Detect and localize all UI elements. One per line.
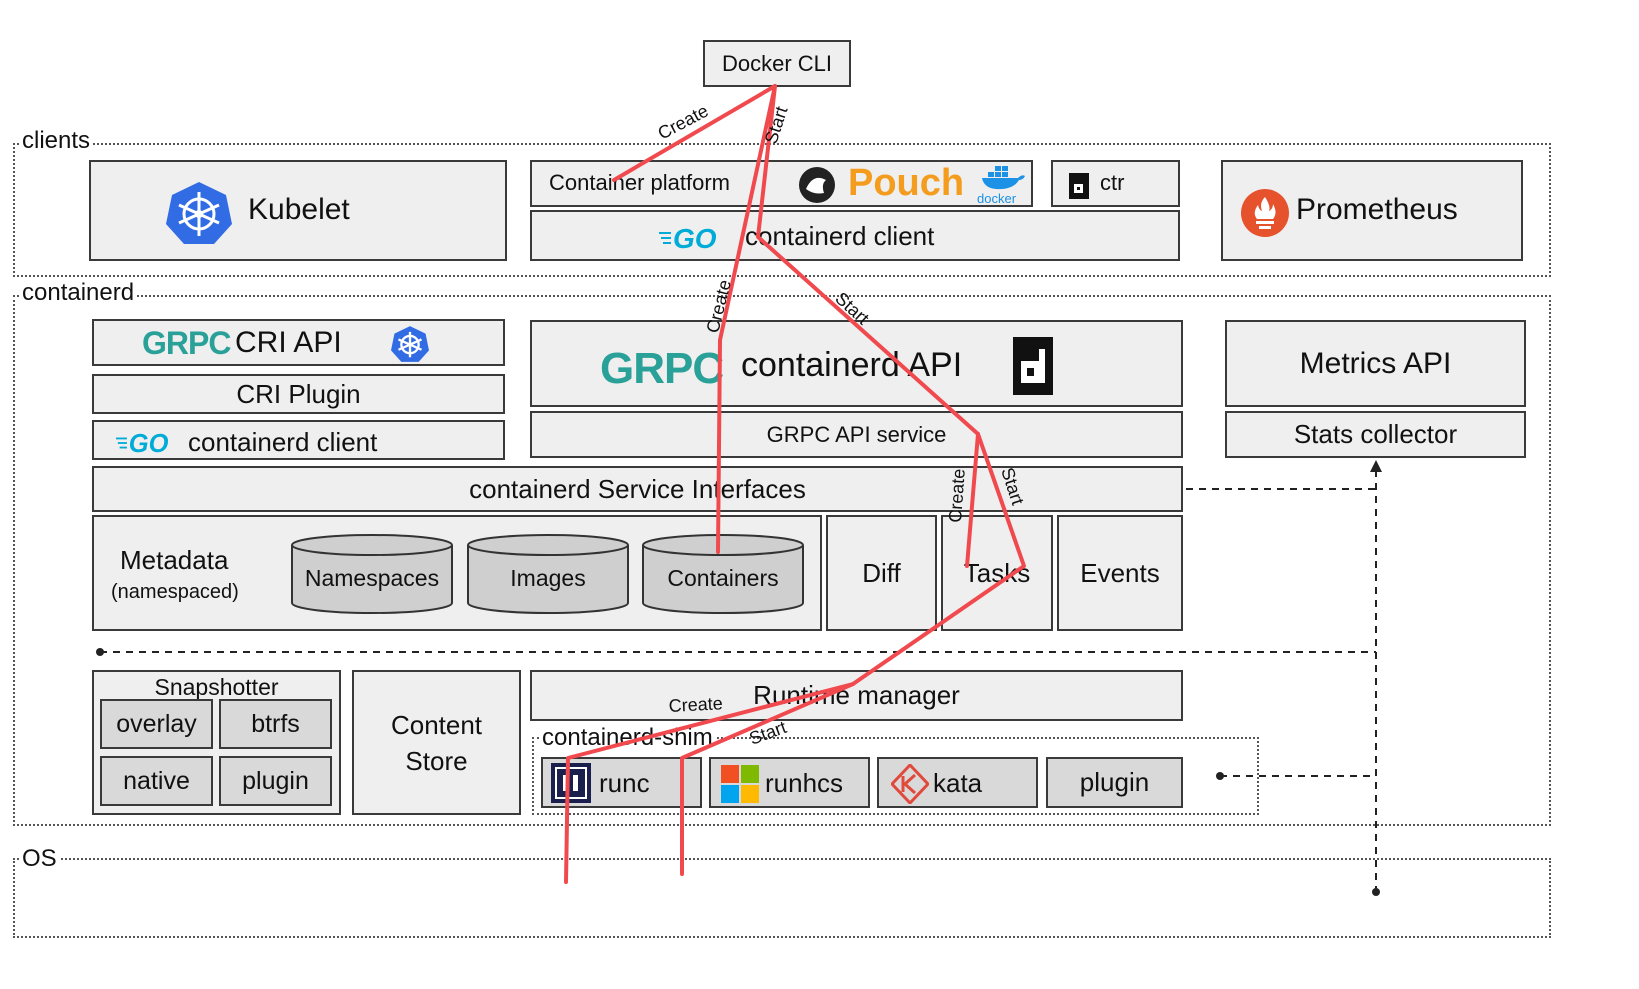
- prometheus-icon: [1241, 189, 1289, 237]
- snapshot-plugin-box[interactable]: plugin: [219, 756, 332, 806]
- service-interfaces-label: containerd Service Interfaces: [469, 473, 806, 504]
- diff-box[interactable]: Diff: [826, 515, 937, 631]
- namespaced-label: (namespaced): [111, 581, 239, 603]
- runc-icon: [551, 763, 591, 803]
- runhcs-box[interactable]: runhcs: [709, 757, 870, 808]
- kubernetes-icon: [391, 326, 429, 362]
- cri-go-client-label: containerd client: [188, 427, 378, 457]
- cri-api-box[interactable]: GRPC CRI API: [92, 319, 505, 366]
- containerd-api-box[interactable]: GRPC containerd API: [530, 320, 1183, 407]
- containers-store[interactable]: Containers: [641, 533, 805, 615]
- os-label: OS: [20, 845, 59, 872]
- grpc-api-service-box[interactable]: GRPC API service: [530, 411, 1183, 458]
- kubernetes-icon: [166, 182, 232, 244]
- namespaces-store[interactable]: Namespaces: [290, 533, 454, 615]
- events-box[interactable]: Events: [1057, 515, 1183, 631]
- flow-label-create-1: Create: [654, 101, 711, 144]
- go-logo: GO: [659, 224, 717, 252]
- cri-grpc-logo: GRPC: [142, 325, 231, 361]
- content-store-box[interactable]: Content Store: [352, 670, 521, 815]
- stats-collector-label: Stats collector: [1293, 419, 1458, 449]
- containerd-api-label: containerd API: [741, 346, 963, 384]
- go-logo-text: GO: [673, 224, 717, 252]
- kata-label: kata: [933, 768, 983, 798]
- containerd-icon: [1013, 337, 1053, 395]
- containerd-label: containerd: [20, 279, 137, 306]
- clients-label: clients: [20, 127, 93, 154]
- go-logo-text: GO: [129, 430, 169, 456]
- diff-label: Diff: [862, 557, 901, 588]
- runtime-manager-box[interactable]: Runtime manager: [530, 670, 1183, 721]
- ctr-label: ctr: [1100, 170, 1125, 195]
- images-label: Images: [510, 565, 586, 591]
- go-containerd-client-label: containerd client: [745, 221, 935, 251]
- cylinder-shape: [467, 534, 629, 614]
- os-group: [13, 858, 1551, 938]
- runhcs-label: runhcs: [765, 768, 844, 798]
- overlay-label: overlay: [116, 709, 197, 738]
- go-logo: GO: [116, 430, 169, 456]
- container-platform-box[interactable]: Container platform Pouch docker: [530, 160, 1033, 207]
- store-label: Store: [405, 746, 468, 776]
- kata-box[interactable]: kata: [877, 757, 1038, 808]
- cri-api-label: CRI API: [235, 326, 342, 359]
- btrfs-label: btrfs: [251, 709, 300, 738]
- native-box[interactable]: native: [100, 756, 213, 806]
- containerd-shim-label: containerd-shim: [540, 724, 715, 751]
- cri-go-client-box[interactable]: GO containerd client: [92, 420, 505, 460]
- snapshot-plugin-label: plugin: [242, 766, 309, 795]
- cri-plugin-box[interactable]: CRI Plugin: [92, 374, 505, 414]
- shim-plugin-box[interactable]: plugin: [1046, 757, 1183, 808]
- shim-plugin-label: plugin: [1079, 767, 1150, 797]
- runc-box[interactable]: runc: [541, 757, 702, 808]
- docker-caption: docker: [977, 191, 1017, 206]
- events-label: Events: [1080, 557, 1160, 588]
- kubelet-label: Kubelet: [248, 193, 350, 226]
- runc-label: runc: [599, 768, 650, 798]
- docker-cli-box[interactable]: Docker CLI: [703, 40, 851, 87]
- pouch-icon: [799, 167, 835, 203]
- containers-label: Containers: [667, 565, 779, 591]
- flow-label-start-1: Start: [761, 104, 792, 146]
- container-platform-label: Container platform: [549, 170, 730, 195]
- ctr-icon: [1069, 173, 1089, 199]
- go-containerd-client-box[interactable]: GO containerd client: [530, 210, 1180, 261]
- namespaces-label: Namespaces: [304, 565, 440, 591]
- metrics-api-label: Metrics API: [1299, 346, 1452, 380]
- images-store[interactable]: Images: [466, 533, 630, 615]
- containerd-grpc-logo: GRPC: [600, 344, 724, 393]
- metrics-api-box[interactable]: Metrics API: [1225, 320, 1526, 407]
- grpc-api-service-label: GRPC API service: [766, 421, 947, 447]
- service-interfaces-box[interactable]: containerd Service Interfaces: [92, 466, 1183, 512]
- btrfs-box[interactable]: btrfs: [219, 699, 332, 749]
- docker-whale-icon: [982, 166, 1025, 190]
- snapshotter-label: Snapshotter: [154, 674, 279, 700]
- pouch-label: Pouch: [848, 162, 965, 204]
- tasks-label: Tasks: [963, 557, 1031, 588]
- ctr-box[interactable]: ctr: [1051, 160, 1180, 207]
- runtime-manager-label: Runtime manager: [753, 680, 960, 710]
- metadata-label: Metadata: [120, 545, 229, 575]
- prometheus-box[interactable]: Prometheus: [1221, 160, 1523, 261]
- kubelet-box[interactable]: Kubelet: [89, 160, 507, 261]
- windows-icon: [721, 765, 759, 803]
- overlay-box[interactable]: overlay: [100, 699, 213, 749]
- native-label: native: [123, 766, 190, 795]
- kata-icon: [891, 764, 929, 804]
- content-label: Content: [390, 710, 483, 740]
- docker-cli-label: Docker CLI: [721, 50, 833, 76]
- prometheus-label: Prometheus: [1296, 193, 1458, 226]
- cylinder-shape: [291, 534, 453, 614]
- cri-plugin-label: CRI Plugin: [236, 378, 361, 409]
- tasks-box[interactable]: Tasks: [941, 515, 1053, 631]
- stats-collector-box[interactable]: Stats collector: [1225, 411, 1526, 458]
